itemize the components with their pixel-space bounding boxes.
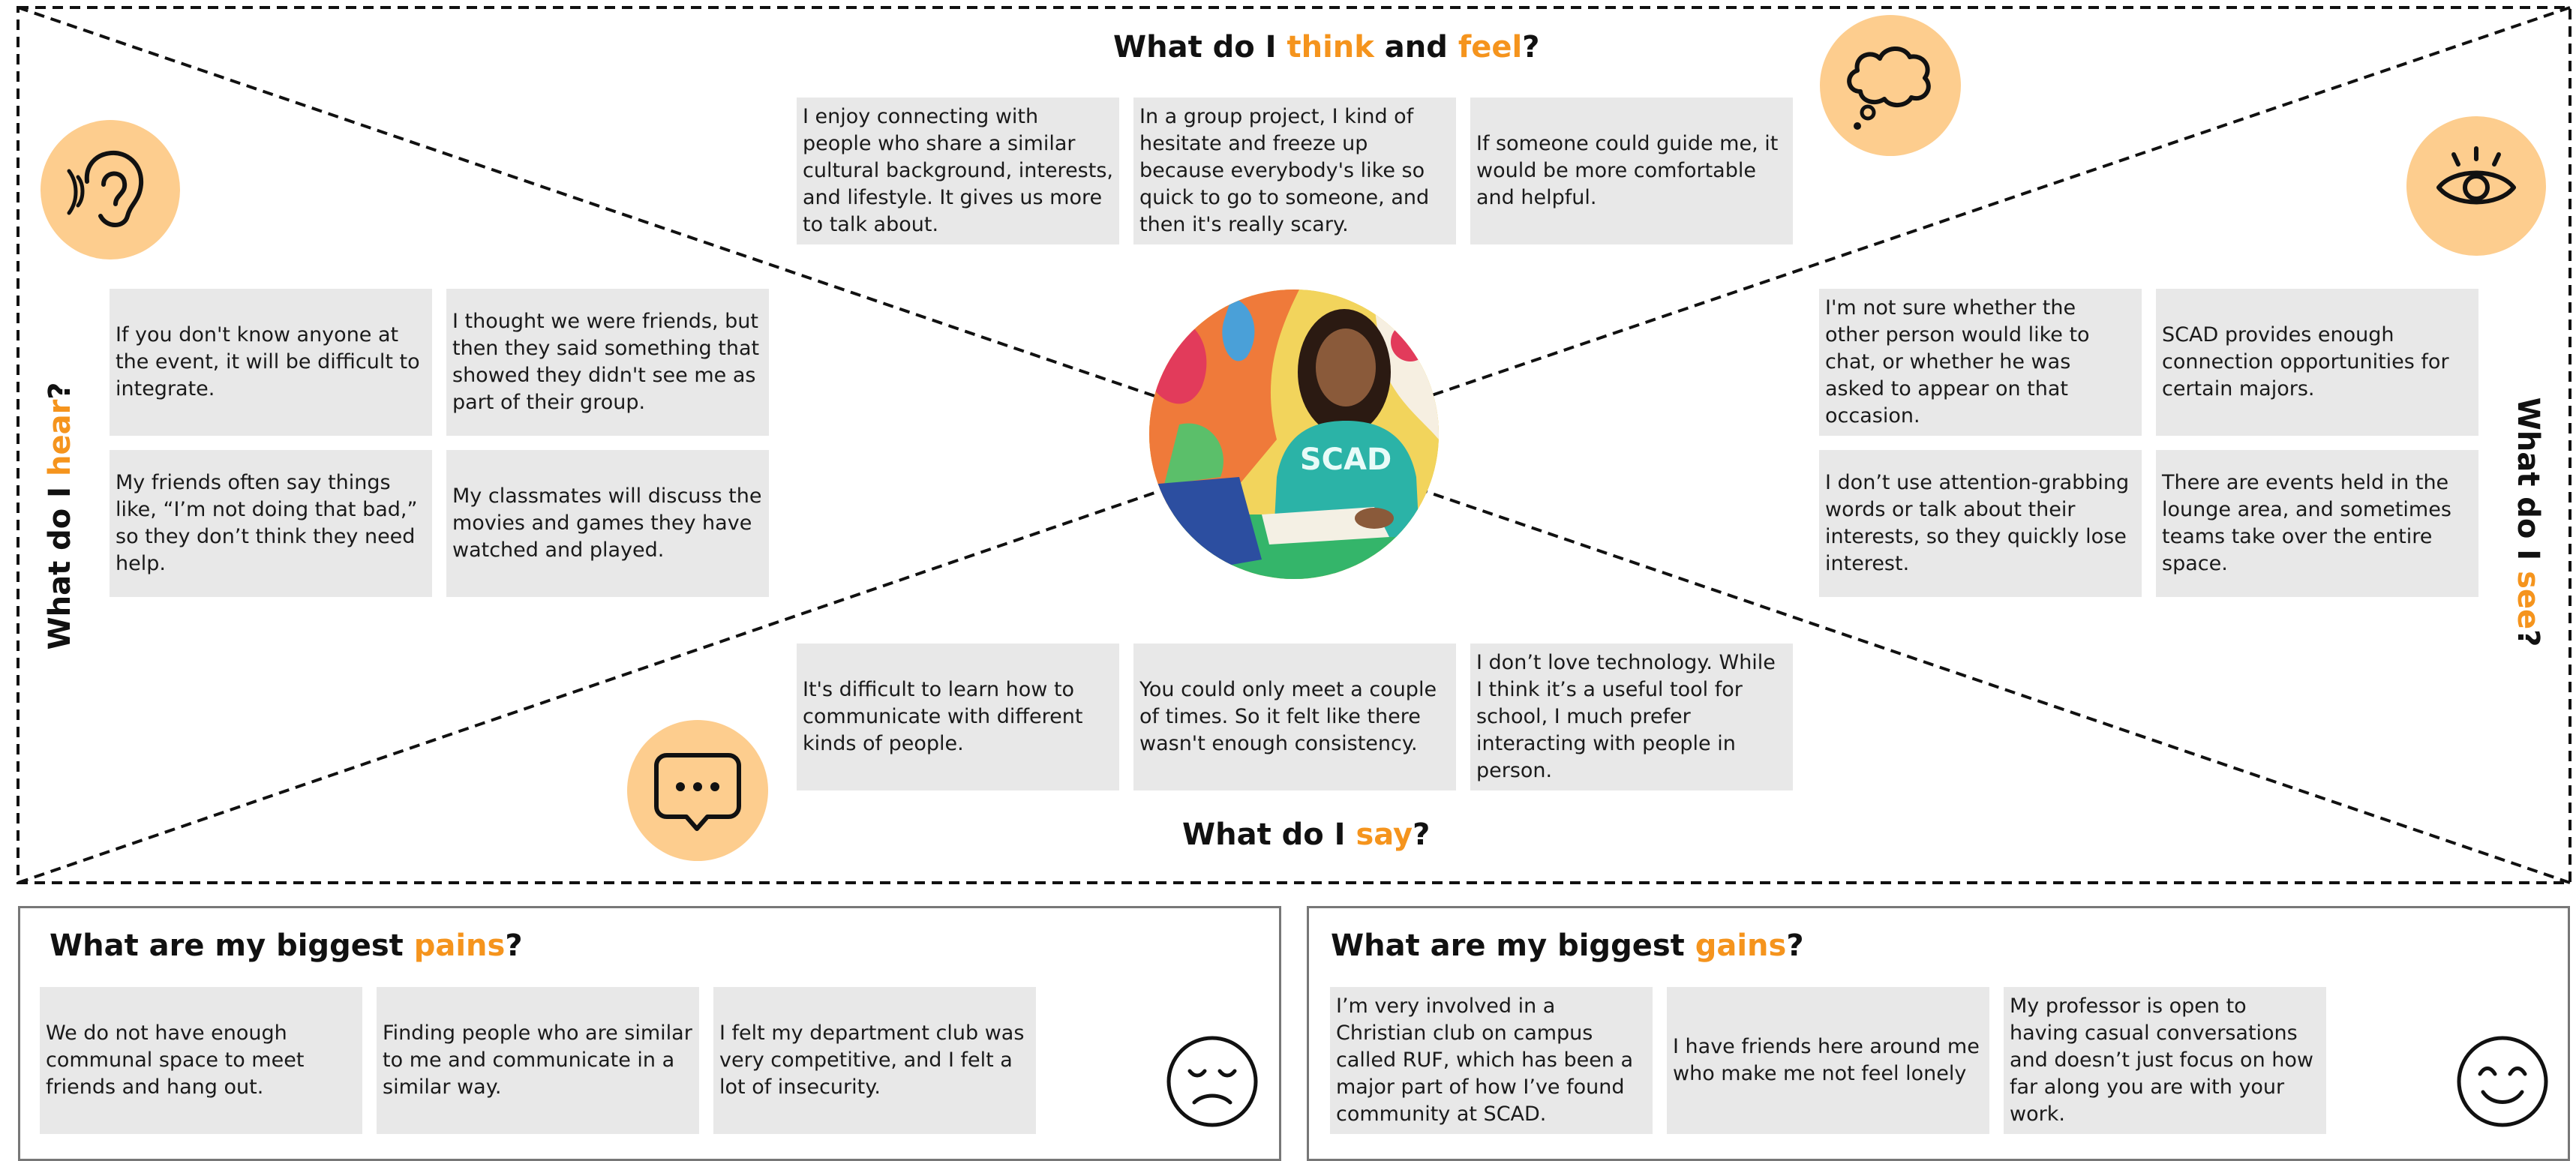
happy-face-icon bbox=[2457, 1036, 2548, 1127]
thought-bubble-icon bbox=[1820, 15, 1961, 156]
heading-text: ? bbox=[505, 928, 523, 963]
heading-text: What do I bbox=[43, 476, 77, 650]
pain-card: Finding people who are similar to me and… bbox=[377, 987, 699, 1134]
hear-heading: What do I hear? bbox=[43, 382, 77, 650]
hear-card: My friends often say things like, “I’m n… bbox=[110, 450, 432, 597]
heading-accent-feel: feel bbox=[1458, 30, 1523, 64]
heading-accent-say: say bbox=[1356, 818, 1413, 852]
speech-bubble-icon bbox=[627, 720, 768, 861]
see-card: I'm not sure whether the other person wo… bbox=[1819, 289, 2142, 436]
heading-text: ? bbox=[2511, 629, 2545, 647]
sad-face-icon bbox=[1166, 1036, 1258, 1127]
shirt-text: SCAD bbox=[1300, 442, 1392, 477]
eye-icon bbox=[2406, 116, 2546, 256]
heading-text: ? bbox=[1413, 818, 1431, 852]
think-feel-heading: What do I think and feel? bbox=[1113, 30, 1539, 64]
see-card: There are events held in the lounge area… bbox=[2156, 450, 2478, 597]
heading-text: What are my biggest bbox=[50, 928, 414, 963]
heading-accent-think: think bbox=[1286, 30, 1374, 64]
gain-card: My professor is open to having casual co… bbox=[2004, 987, 2326, 1134]
think-feel-card: I enjoy connecting with people who share… bbox=[797, 98, 1119, 244]
say-card: I don’t love technology. While I think i… bbox=[1470, 644, 1793, 790]
heading-text: What do I bbox=[1182, 818, 1356, 852]
heading-text: and bbox=[1374, 30, 1458, 64]
heading-text: What do I bbox=[1113, 30, 1287, 64]
think-feel-card: If someone could guide me, it would be m… bbox=[1470, 98, 1793, 244]
hear-card: My classmates will discuss the movies an… bbox=[446, 450, 769, 597]
see-heading: What do I see? bbox=[2511, 398, 2545, 647]
think-feel-card: In a group project, I kind of hesitate a… bbox=[1133, 98, 1456, 244]
ear-icon bbox=[41, 120, 180, 260]
heading-text: ? bbox=[1786, 928, 1804, 963]
pain-card: We do not have enough communal space to … bbox=[40, 987, 362, 1134]
heading-accent-pains: pains bbox=[413, 928, 506, 963]
pains-heading: What are my biggest pains? bbox=[50, 928, 523, 963]
see-card: I don’t use attention-grabbing words or … bbox=[1819, 450, 2142, 597]
heading-accent-hear: hear bbox=[43, 399, 77, 477]
hear-card: If you don't know anyone at the event, i… bbox=[110, 289, 432, 436]
heading-accent-gains: gains bbox=[1695, 928, 1787, 963]
gains-heading: What are my biggest gains? bbox=[1331, 928, 1804, 963]
heading-text: What are my biggest bbox=[1331, 928, 1695, 963]
gain-card: I’m very involved in a Christian club on… bbox=[1330, 987, 1653, 1134]
heading-text: ? bbox=[43, 382, 77, 400]
say-card: It's difficult to learn how to communica… bbox=[797, 644, 1119, 790]
heading-text: ? bbox=[1522, 30, 1540, 64]
say-heading: What do I say? bbox=[1182, 818, 1430, 852]
pain-card: I felt my department club was very compe… bbox=[713, 987, 1036, 1134]
persona-photo: SCAD bbox=[1149, 290, 1439, 579]
heading-text: What do I bbox=[2511, 397, 2545, 572]
gain-card: I have friends here around me who make m… bbox=[1667, 987, 1989, 1134]
hear-card: I thought we were friends, but then they… bbox=[446, 289, 769, 436]
say-card: You could only meet a couple of times. S… bbox=[1133, 644, 1456, 790]
see-card: SCAD provides enough connection opportun… bbox=[2156, 289, 2478, 436]
heading-accent-see: see bbox=[2511, 571, 2545, 630]
